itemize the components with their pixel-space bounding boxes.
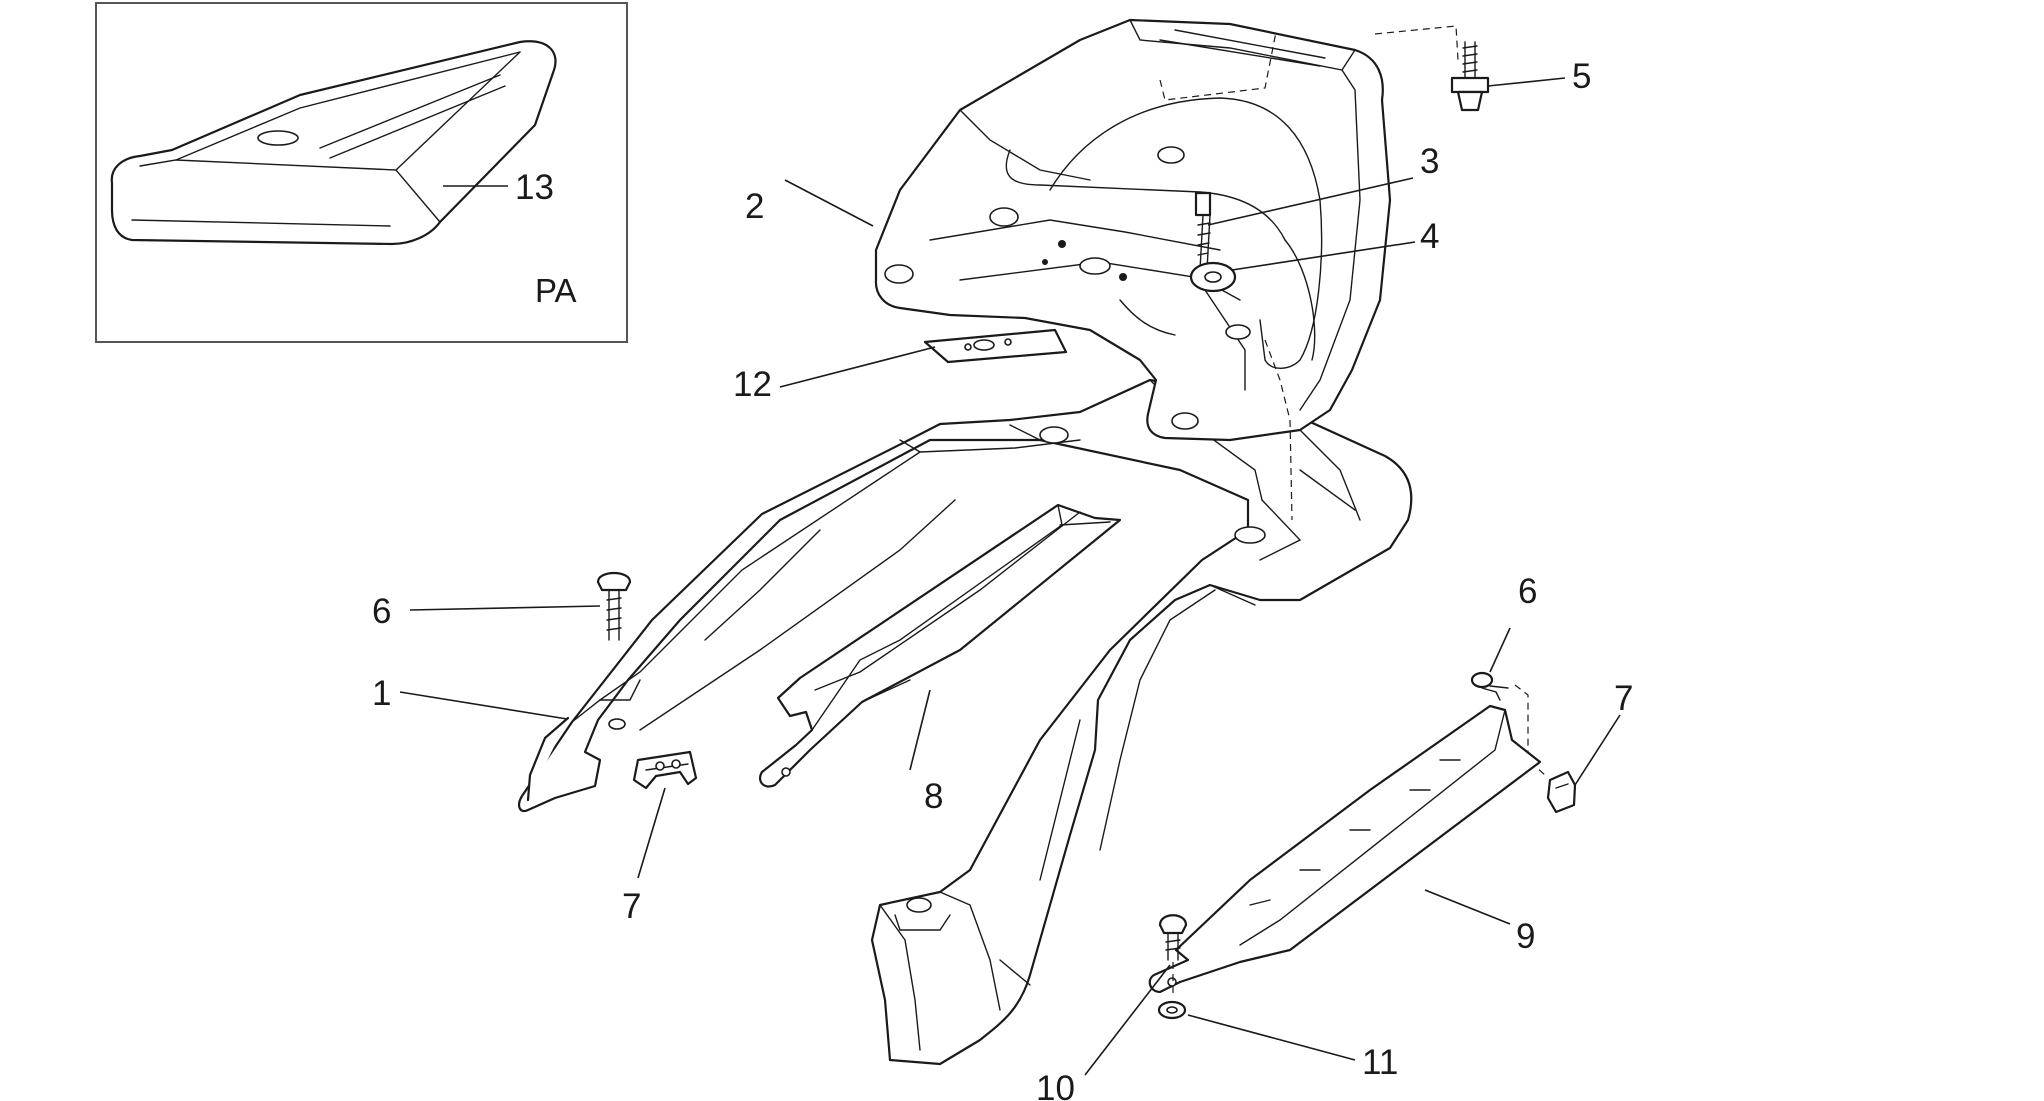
side-strip-part-9[interactable] [1148, 704, 1542, 994]
callout-13: 13 [515, 168, 554, 207]
callout-9: 9 [1516, 917, 1535, 956]
callout-numbers: 6 1 2 3 4 5 12 7 8 6 7 9 10 11 [372, 57, 1633, 1101]
callout-5: 5 [1572, 57, 1591, 96]
callout-6-left: 6 [372, 592, 391, 631]
inset-seat-panel: 13 PA [95, 2, 628, 343]
clip-part-7-right[interactable] [1546, 770, 1577, 814]
washer-part-4[interactable] [1189, 261, 1237, 293]
seat-cushion[interactable] [110, 40, 557, 246]
callout-1: 1 [372, 674, 391, 713]
side-strip-part-8[interactable] [758, 503, 1122, 788]
left-mount-bracket[interactable] [526, 716, 570, 802]
leader-lines [399, 77, 1621, 1076]
callout-7-right: 7 [1614, 679, 1633, 718]
cover-plate-part-12[interactable] [923, 328, 1068, 364]
callout-4: 4 [1420, 217, 1439, 256]
bolt-part-5[interactable] [1450, 41, 1490, 112]
callout-7-left: 7 [622, 887, 641, 926]
callout-12: 12 [733, 365, 772, 404]
variant-label: PA [535, 272, 577, 309]
tail-fairing-frame[interactable] [518, 378, 1413, 1066]
callout-2: 2 [745, 187, 764, 226]
screw-part-6-left[interactable] [596, 571, 632, 641]
screw-part-6-right[interactable] [1470, 671, 1546, 776]
callout-10: 10 [1036, 1069, 1075, 1101]
callout-11: 11 [1362, 1043, 1398, 1082]
callout-3: 3 [1420, 142, 1439, 181]
callout-8: 8 [924, 777, 943, 816]
callout-6-right: 6 [1518, 572, 1537, 611]
washer-part-11[interactable] [1157, 1000, 1187, 1020]
screw-part-10[interactable] [1158, 914, 1188, 995]
clip-part-7-left[interactable] [632, 750, 698, 790]
